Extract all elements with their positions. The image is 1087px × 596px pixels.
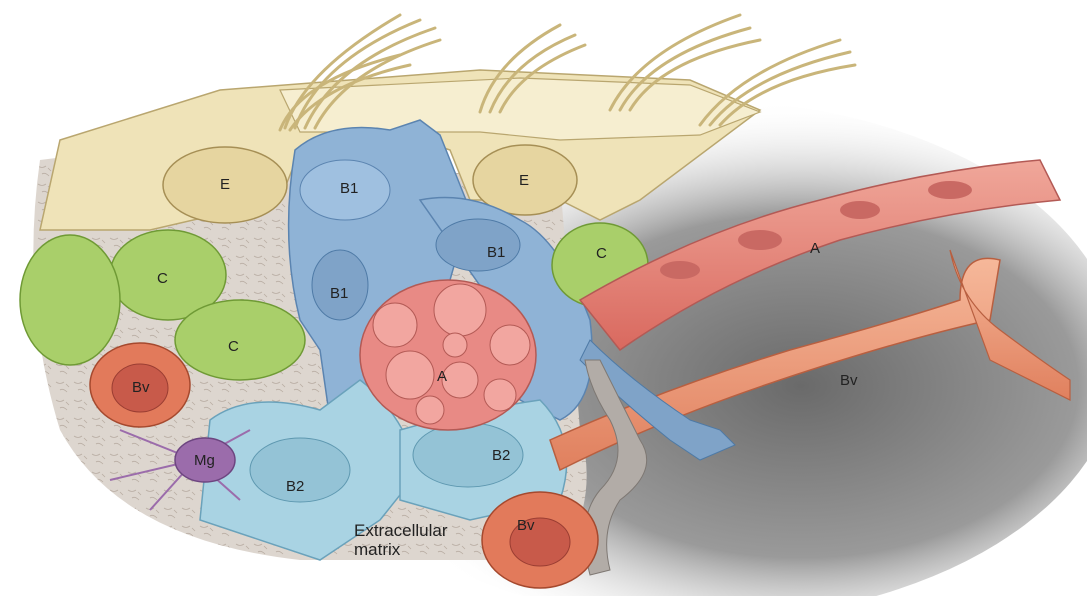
- ependymal-cell-left: [163, 147, 287, 223]
- b1-nucleus-mid: [312, 250, 368, 320]
- b1-nucleus-top: [300, 160, 390, 220]
- microglia-body: [175, 438, 235, 482]
- caption-line-2: matrix: [354, 540, 448, 559]
- c-cell-edge: [20, 235, 120, 365]
- extracellular-matrix-caption: Extracellular matrix: [354, 521, 448, 559]
- b2-nucleus-right: [413, 423, 523, 487]
- b2-nucleus-left: [250, 438, 350, 502]
- blood-vessel-left-lumen: [112, 364, 168, 412]
- b1-nucleus-right: [436, 219, 520, 271]
- c-cell-lower-left: [175, 300, 305, 380]
- blood-vessel-bottom-lumen: [510, 518, 570, 566]
- caption-line-1: Extracellular: [354, 521, 448, 540]
